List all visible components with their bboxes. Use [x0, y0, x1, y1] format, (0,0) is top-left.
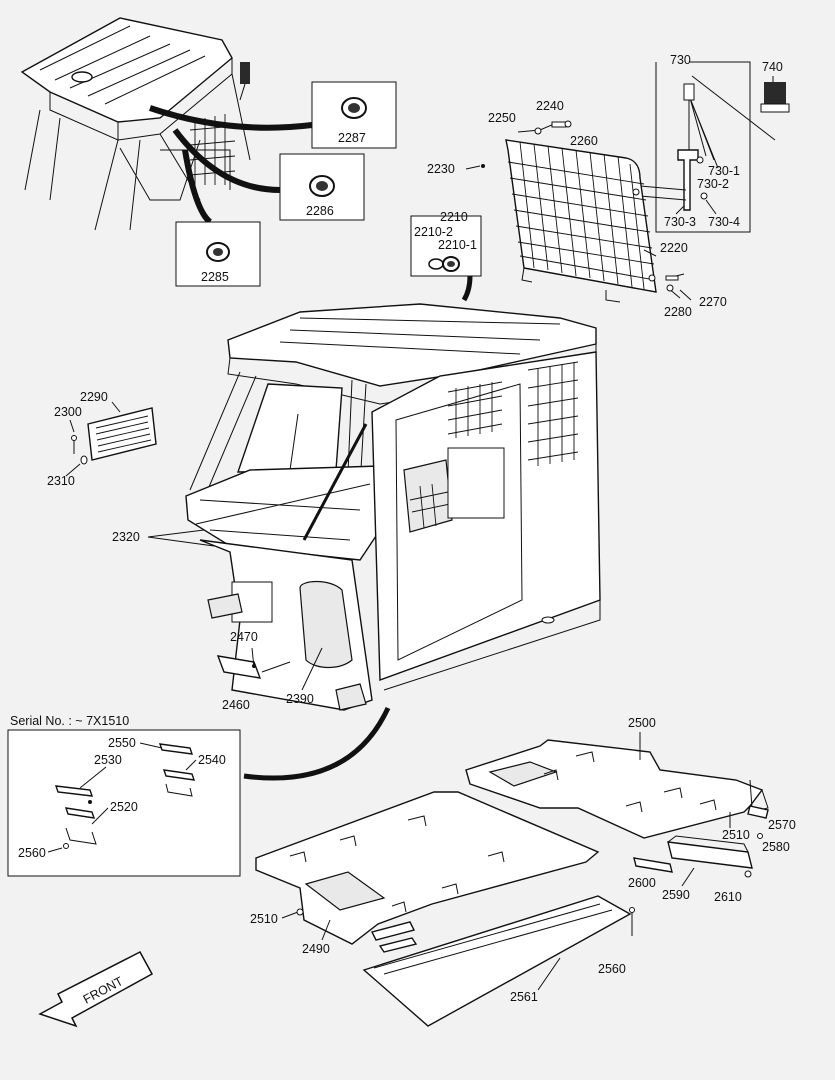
grommet-2285-box: 2285 — [175, 221, 261, 287]
callout-2310: 2310 — [47, 474, 75, 488]
callout-2280: 2280 — [664, 305, 692, 319]
plate-2460 — [216, 647, 323, 691]
callout-2320-leaders — [147, 529, 215, 547]
callout-2600: 2600 — [628, 876, 656, 890]
cab-roof-detail-view — [20, 17, 313, 231]
callout-2610: 2610 — [714, 890, 742, 904]
callout-2530: 2530 — [94, 753, 122, 767]
main-cab-assembly — [185, 303, 601, 711]
callout-730: 730 — [670, 53, 691, 67]
rear-guard-screen — [505, 139, 657, 303]
callout-2470: 2470 — [230, 630, 258, 644]
serial-note: Serial No. : ~ 7X1510 — [10, 714, 129, 728]
floor-plate-2561 — [362, 895, 635, 1027]
floor-plate-2490 — [255, 791, 600, 953]
callout-2230: 2230 — [427, 162, 455, 176]
callout-2570: 2570 — [768, 818, 796, 832]
filter-2290 — [65, 401, 157, 477]
callout-2590: 2590 — [662, 888, 690, 902]
callout-2300: 2300 — [54, 405, 82, 419]
callout-2290: 2290 — [80, 390, 108, 404]
callout-2500: 2500 — [628, 716, 656, 730]
callout-2561: 2561 — [510, 990, 538, 1004]
callout-730-1: 730-1 — [708, 164, 740, 178]
callout-730-4: 730-4 — [708, 215, 740, 229]
screen-hardware — [465, 120, 692, 301]
grommet-2286-box: 2286 — [279, 153, 365, 221]
callout-730-2: 730-2 — [697, 177, 729, 191]
callout-2250: 2250 — [488, 111, 516, 125]
beacon-bracket-group: 730 730-1 730-2 730-3 730-4 740 — [639, 53, 790, 233]
callout-2560-right: 2560 — [598, 962, 626, 976]
grommet-2287-box: 2287 — [311, 81, 397, 149]
callout-730-3: 730-3 — [664, 215, 696, 229]
callout-2520: 2520 — [110, 800, 138, 814]
callout-2285: 2285 — [201, 270, 229, 284]
callout-2270: 2270 — [699, 295, 727, 309]
callout-2550: 2550 — [108, 736, 136, 750]
callout-2210-2: 2210-2 — [414, 225, 453, 239]
callout-2510-right: 2510 — [722, 828, 750, 842]
callout-740: 740 — [762, 60, 783, 74]
callout-2220: 2220 — [660, 241, 688, 255]
floor-plate-2500 — [465, 739, 769, 839]
callout-2320: 2320 — [112, 530, 140, 544]
grommet-2210-box: 2210 2210-2 2210-1 — [410, 210, 482, 302]
callout-2560-inset: 2560 — [18, 846, 46, 860]
callout-2210-1: 2210-1 — [438, 238, 477, 252]
callout-2490: 2490 — [302, 942, 330, 956]
callout-2286: 2286 — [306, 204, 334, 218]
callout-2210: 2210 — [440, 210, 468, 224]
callout-2540: 2540 — [198, 753, 226, 767]
callout-2510-left: 2510 — [250, 912, 278, 926]
front-arrow-icon: FRONT — [38, 950, 154, 1028]
plate-2600-2590 — [633, 835, 753, 878]
callout-2240: 2240 — [536, 99, 564, 113]
callout-2460: 2460 — [222, 698, 250, 712]
callout-2580: 2580 — [762, 840, 790, 854]
callout-2390: 2390 — [286, 692, 314, 706]
beacon-lamp-icon — [764, 82, 786, 108]
callout-2260: 2260 — [570, 134, 598, 148]
callout-2287: 2287 — [338, 131, 366, 145]
serial-inset: Serial No. : ~ 7X1510 2550 2540 2530 252… — [7, 714, 241, 877]
